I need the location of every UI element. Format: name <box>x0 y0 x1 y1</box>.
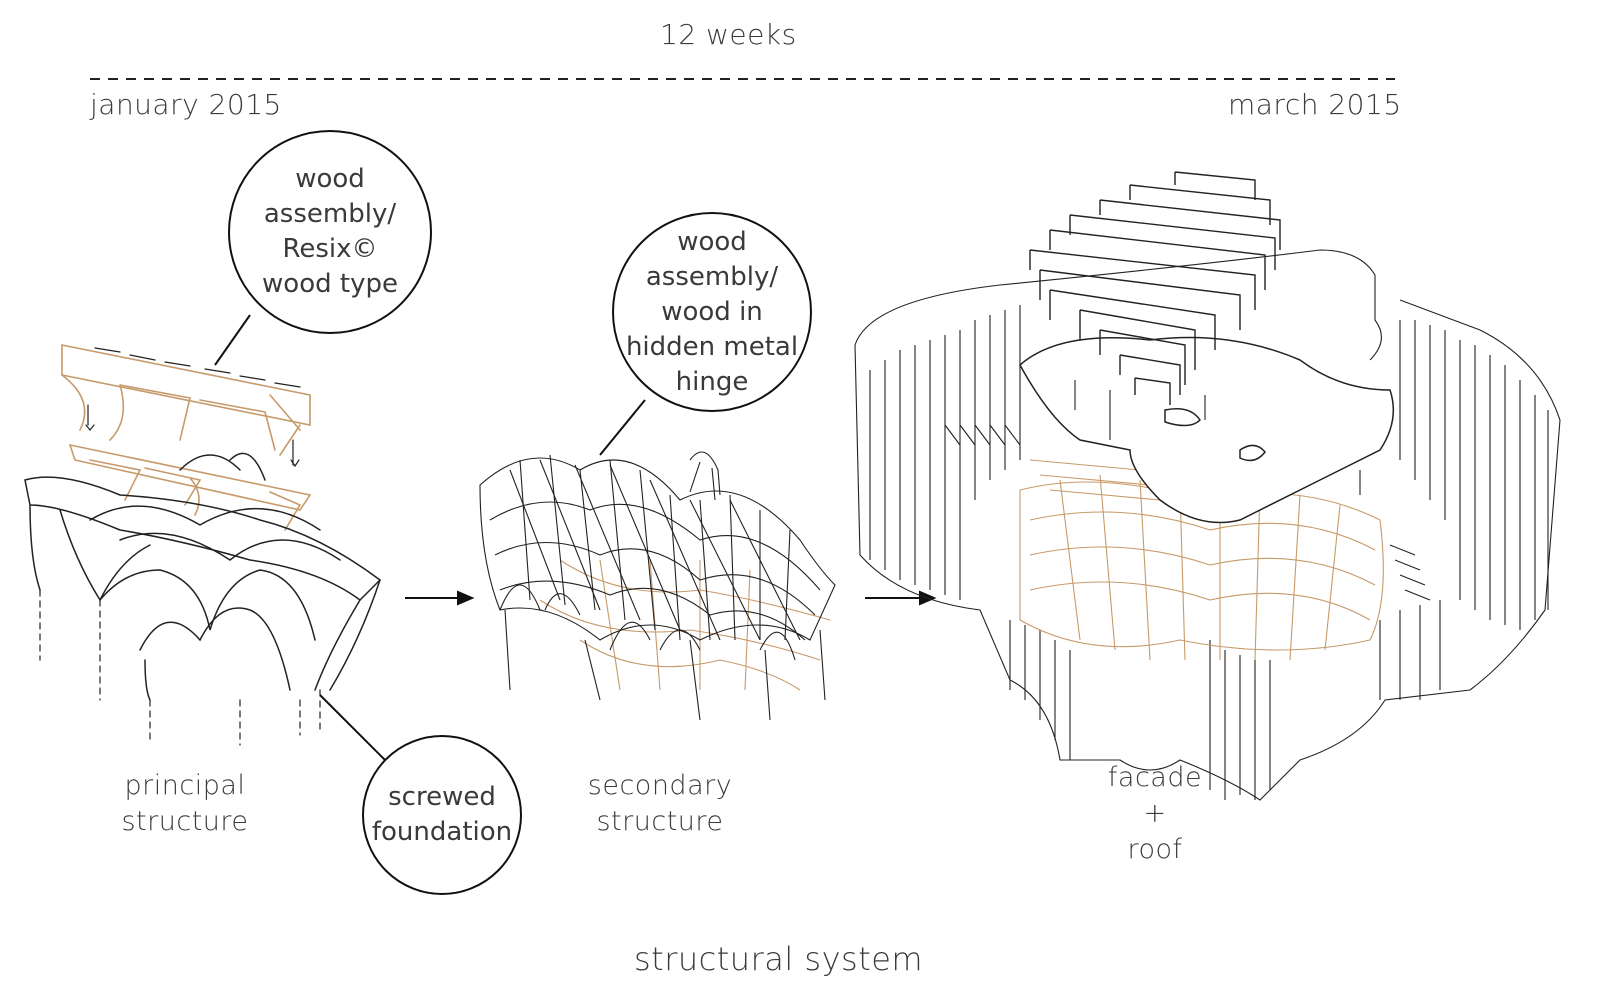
principal-structure-drawing <box>24 344 382 746</box>
stage-label-facade-roof: facade + roof <box>1085 760 1225 868</box>
callout-line: Resix© <box>282 234 378 264</box>
stage-arrow-1 <box>405 590 475 606</box>
stage-label-line: facade <box>1107 762 1203 793</box>
stage-label-line: structure <box>596 806 724 837</box>
callout-line: wood <box>295 164 365 194</box>
callout-line: wood <box>677 226 747 257</box>
callout-wood-hidden-hinge: wood assembly/ wood in hidden metal hing… <box>612 212 812 412</box>
stage-arrow-2 <box>865 590 937 606</box>
stage-label-secondary: secondary structure <box>575 768 745 840</box>
callout-wood-assembly-resix: wood assembly/ Resix© wood type <box>228 130 432 334</box>
stage-label-line: + <box>1143 798 1167 829</box>
secondary-structure-drawing <box>479 451 836 721</box>
callout-line: wood type <box>262 269 398 299</box>
callout-screwed-foundation: screwed foundation <box>362 735 522 895</box>
end-date-label: march 2015 <box>1228 88 1402 121</box>
callout-line: foundation <box>371 817 513 847</box>
callout-line: assembly/ <box>645 261 779 292</box>
stage-label-line: structure <box>121 806 249 837</box>
stage-label-line: secondary <box>587 770 733 801</box>
duration-label: 12 weeks <box>660 18 797 51</box>
facade-roof-drawing <box>854 171 1561 801</box>
callout-line: screwed <box>388 782 496 812</box>
stage-label-line: principal <box>124 770 246 801</box>
stage-label-line: roof <box>1127 834 1183 865</box>
stage-label-principal: principal structure <box>100 768 270 840</box>
leader-line-foundation <box>319 694 386 761</box>
callout-line: wood in <box>661 296 763 327</box>
diagram-caption: structural system <box>634 940 924 978</box>
callout-line: assembly/ <box>263 199 397 229</box>
callout-line: hinge <box>675 366 749 397</box>
leader-line-hinge <box>599 399 646 456</box>
callout-line: hidden metal <box>625 331 799 362</box>
start-date-label: january 2015 <box>90 88 282 121</box>
leader-line-resix <box>214 314 251 366</box>
